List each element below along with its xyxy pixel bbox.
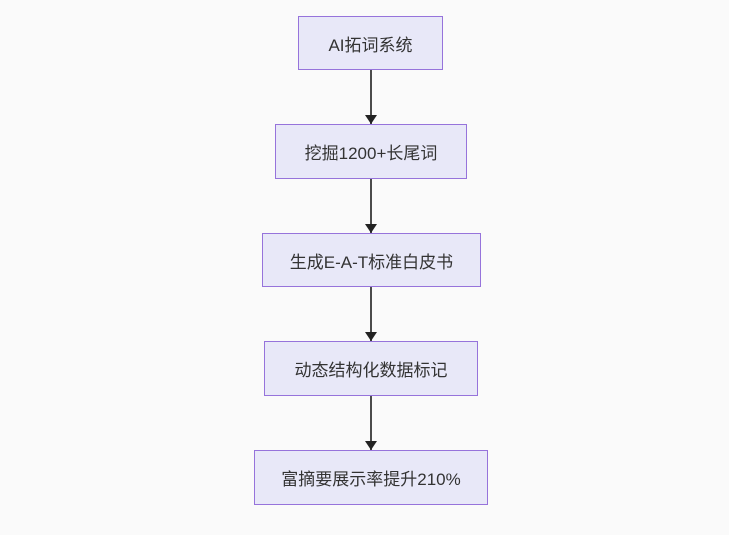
- arrow-node3-to-node4: [365, 287, 377, 341]
- node-ai-keyword-expansion-system: AI拓词系统: [298, 16, 443, 70]
- node-label: AI拓词系统: [328, 35, 413, 55]
- arrowhead-down-icon: [365, 441, 377, 450]
- arrow-node4-to-node5: [365, 396, 377, 450]
- node-label: 富摘要展示率提升210%: [281, 470, 461, 489]
- arrowhead-down-icon: [365, 224, 377, 233]
- node-dynamic-structured-data-markup: 动态结构化数据标记: [264, 341, 478, 396]
- arrow-line: [370, 396, 372, 450]
- node-label: 挖掘1200+长尾词: [304, 144, 438, 163]
- arrow-line: [370, 70, 372, 124]
- arrow-node2-to-node3: [365, 179, 377, 233]
- arrow-line: [370, 179, 372, 233]
- arrowhead-down-icon: [365, 115, 377, 124]
- node-label: 生成E-A-T标准白皮书: [289, 252, 454, 272]
- node-mine-longtail-keywords: 挖掘1200+长尾词: [275, 124, 467, 179]
- arrow-node1-to-node2: [365, 70, 377, 124]
- arrowhead-down-icon: [365, 332, 377, 341]
- arrow-line: [370, 287, 372, 341]
- node-rich-snippet-rate-increase: 富摘要展示率提升210%: [254, 450, 488, 505]
- node-label: 动态结构化数据标记: [294, 361, 448, 380]
- node-generate-eat-whitepaper: 生成E-A-T标准白皮书: [262, 233, 481, 287]
